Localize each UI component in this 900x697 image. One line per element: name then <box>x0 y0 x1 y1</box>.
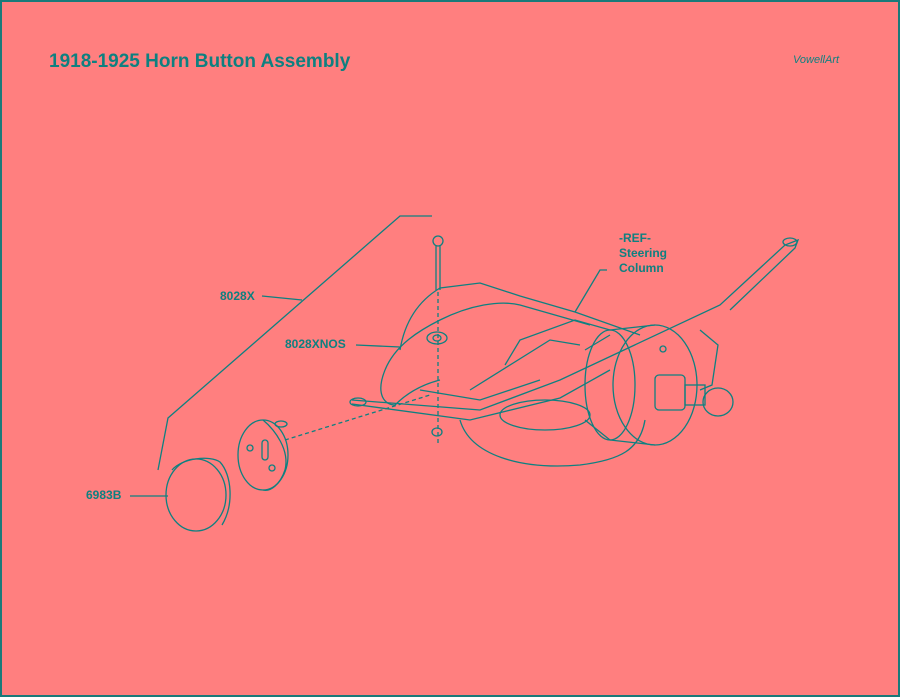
label-ref-steering-column: -REF- Steering Column <box>619 231 667 276</box>
label-8028x: 8028X <box>220 289 255 303</box>
label-6983b: 6983B <box>86 488 122 502</box>
housing <box>380 282 641 406</box>
screw <box>426 235 448 445</box>
ref-line-1: -REF- <box>619 231 651 245</box>
diagram-title: 1918-1925 Horn Button Assembly <box>49 51 351 72</box>
ref-line-3: Column <box>619 261 664 275</box>
horn-button-cap <box>165 457 231 532</box>
contact-plate <box>237 394 431 491</box>
artist-credit: VowellArt <box>793 54 840 66</box>
leader-lines <box>130 215 607 497</box>
label-8028xnos: 8028XNOS <box>285 337 346 351</box>
levers <box>349 237 800 421</box>
drum <box>584 324 734 446</box>
ref-line-2: Steering <box>619 246 668 260</box>
sector <box>459 329 719 467</box>
